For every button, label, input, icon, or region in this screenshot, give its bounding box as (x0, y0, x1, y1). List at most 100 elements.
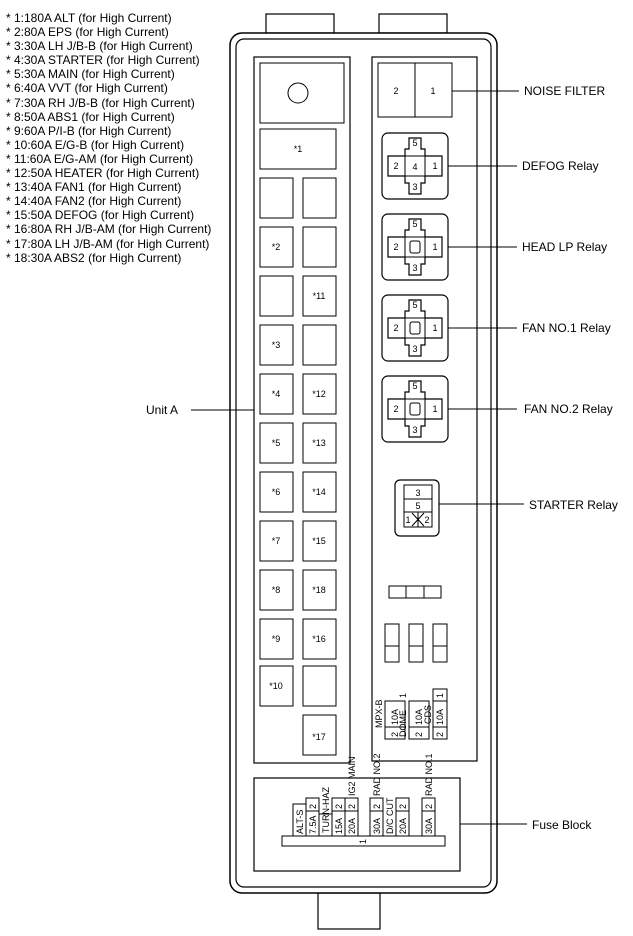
fuse-name: CDS (423, 705, 433, 724)
starter-relay: 3 5 1 2 (394, 479, 440, 537)
fuse-pin: 2 (308, 804, 318, 809)
fuse-name: TURN-HAZ (321, 787, 331, 833)
bolt-circle-icon (287, 82, 309, 104)
fuse-pin: 2 (372, 804, 382, 809)
legend-item: * 1:180A ALT (for High Current) (6, 11, 172, 25)
unit-a-fuse-empty (302, 226, 337, 268)
noise-filter-label: NOISE FILTER (524, 84, 605, 98)
pin-label: 2 (393, 323, 398, 333)
fuse-block-rail (281, 835, 446, 847)
fuse-ig2-main: 20A 2 IG2 MAIN (344, 756, 359, 837)
fuse-label: *17 (312, 732, 326, 742)
fuse-amp: 20A (398, 818, 408, 834)
head-lp-relay: 5 3 2 1 (381, 213, 449, 281)
unit-a-fuse-7: *7 (259, 520, 294, 562)
fuse-block-pin: 1 (358, 839, 368, 844)
legend-item: * 17:80A LH J/B-AM (for High Current) (6, 236, 210, 251)
unit-a-fuse-12: *12 (302, 373, 337, 415)
fuse-puller-slots (384, 623, 448, 663)
unit-a-fuse-17: *17 (302, 714, 337, 756)
fuse-name: D/C CUT (385, 797, 395, 834)
unit-a-fuse-6: *6 (259, 471, 294, 513)
fuse-label: *2 (272, 242, 281, 252)
legend-item: * 12:50A HEATER (for High Current) (6, 166, 200, 181)
unit-a-fuse-10: *10 (259, 665, 294, 707)
fuse-block-label: Fuse Block (532, 818, 592, 832)
fuse-label: *1 (294, 144, 303, 154)
legend-item: * 18:30A ABS2 (for High Current) (6, 250, 182, 265)
legend-item: * 4:30A STARTER (for High Current) (6, 53, 200, 68)
legend-item: * 5:30A MAIN (for High Current) (6, 67, 175, 82)
pin-label: 1 (432, 161, 437, 171)
legend-item: * 11:60A E/G-AM (for High Current) (6, 151, 194, 166)
fuse-label: *7 (272, 536, 281, 546)
fuse-label: *3 (272, 340, 281, 350)
unit-a-fuse-empty (302, 665, 337, 707)
pin-label: 3 (412, 263, 417, 273)
pin-label: 3 (412, 425, 417, 435)
pin-label: 3 (415, 488, 420, 498)
legend-item: * 10:60A E/G-B (for High Current) (6, 137, 185, 152)
fuse-amp: 10A (435, 709, 445, 725)
fuse-name: IG2 MAIN (347, 756, 357, 796)
pin-label: 3 (412, 182, 417, 192)
unit-a-fuse-empty (302, 324, 337, 366)
fuse-dome: DOME 1 10A 2 (398, 693, 430, 740)
fuse-amp: 30A (424, 818, 434, 834)
fuse-amp: 10A (390, 709, 400, 725)
pin-label: 5 (415, 501, 420, 511)
fuse-amp: 30A (372, 818, 382, 834)
fuse-pin: 2 (424, 804, 434, 809)
fuse-label: *15 (312, 536, 326, 546)
fan-no1-relay: 5 3 2 1 (381, 294, 449, 362)
fuse-pin: 2 (390, 732, 400, 737)
fuse-mpx-b: MPX-B 10A 2 (374, 699, 406, 740)
unit-a-label: Unit A (146, 403, 178, 417)
unit-a-fuse-14: *14 (302, 471, 337, 513)
pin-label: 2 (393, 86, 398, 96)
fuse-cds: CDS 1 10A 2 (423, 688, 448, 740)
fuse-amp: 10A (414, 709, 424, 725)
fan1-relay-label: FAN NO.1 Relay (522, 321, 611, 335)
spare-fuse-strip (388, 585, 442, 599)
legend-item: * 14:40A FAN2 (for High Current) (6, 194, 182, 209)
fuse-label: *11 (313, 291, 326, 301)
unit-a-fuse-5: *5 (259, 422, 294, 464)
noise-filter: 2 1 (377, 62, 453, 118)
fuse-name: ALT-S (295, 810, 305, 834)
unit-a-fuse-empty (302, 177, 337, 219)
unit-a-fuse-4: *4 (259, 373, 294, 415)
legend-item: * 15:50A DEFOG (for High Current) (6, 208, 195, 223)
fuse-pin: 2 (398, 804, 408, 809)
fuse-alt-s: ALT-S 7.5A 2 (292, 797, 320, 837)
pin-label: 4 (412, 162, 417, 172)
fuse-amp: 15A (334, 818, 344, 834)
pin-label: 5 (412, 300, 417, 310)
fuse-label: *18 (312, 585, 326, 595)
fuse-label: *12 (312, 389, 326, 399)
pin-label: 1 (405, 515, 410, 525)
unit-a-fuse-13: *13 (302, 422, 337, 464)
unit-a-fuse-16: *16 (302, 618, 337, 660)
fuse-amp: 20A (347, 818, 357, 834)
starter-relay-label: STARTER Relay (529, 498, 618, 512)
fuse-pin: 2 (334, 804, 344, 809)
legend-item: * 16:80A RH J/B-AM (for High Current) (6, 222, 212, 237)
pin-label: 1 (432, 242, 437, 252)
pin-label: 2 (393, 161, 398, 171)
pin-label: 1 (430, 86, 435, 96)
legend-item: * 6:40A VVT (for High Current) (6, 81, 168, 96)
legend-item: * 8:50A ABS1 (for High Current) (6, 109, 175, 124)
pin-label: 2 (424, 515, 429, 525)
legend-item: * 7:30A RH J/B-B (for High Current) (6, 95, 195, 110)
fuse-label: *16 (312, 634, 326, 644)
fuse-pin: 1 (398, 693, 408, 698)
unit-a-fuse-9: *9 (259, 618, 294, 660)
unit-a-fuse-1: *1 (259, 128, 337, 170)
fuse-box-inner (235, 38, 492, 888)
fuse-pin: 1 (435, 693, 445, 698)
fuse-name: MPX-B (374, 699, 384, 728)
pin-label: 3 (412, 344, 417, 354)
unit-a-fuse-11: *11 (302, 275, 337, 317)
